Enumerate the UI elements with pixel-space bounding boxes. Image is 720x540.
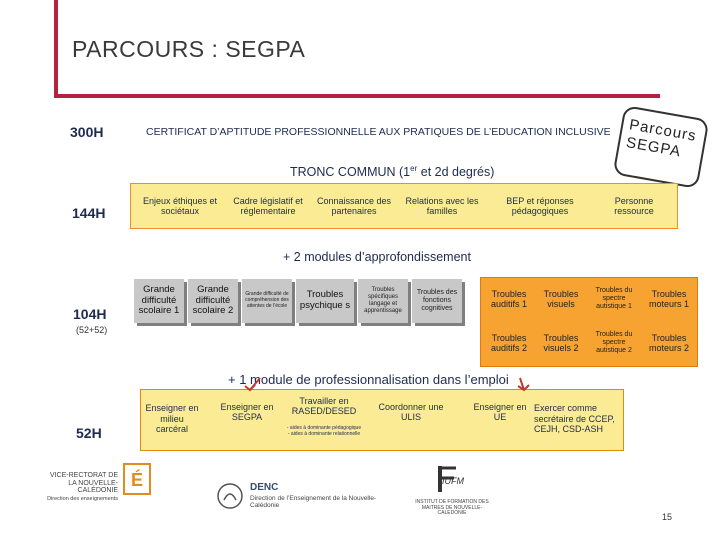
professionnalisation-box [140, 389, 624, 451]
tronc-title-a: TRONC COMMUN (1 [290, 165, 411, 180]
module-gray-item: Grande difficulté de compréhension des a… [242, 279, 292, 323]
module-gray-item: Troubles spécifiques langage et apprenti… [358, 279, 408, 323]
denc-logo: DENC Direction de l’Enseignement de la N… [216, 480, 396, 516]
arrow-head [244, 384, 256, 392]
prof-item: Travailler en RASED/DESED [291, 395, 357, 416]
iufm-logo: IUFM INSTITUT DE FORMATION DES MAITRES D… [412, 462, 492, 530]
module-gray-item: Grande difficulté scolaire 1 [134, 279, 184, 323]
denc-name: DENC [250, 482, 279, 493]
hours-104-sub: (52+52) [76, 325, 108, 335]
module-orange-item: Troubles auditifs 1 [490, 288, 528, 309]
prof-item: Enseigner en SEGPA [220, 401, 274, 422]
module-gray-item: Grande difficulté scolaire 2 [188, 279, 238, 323]
module-orange-item: Troubles du spectre autistique 2 [595, 330, 633, 355]
page-title: PARCOURS : SEGPA [72, 36, 306, 62]
tronc-title-b: et 2d degrés) [417, 165, 495, 180]
iufm-name: IUFM [442, 476, 464, 486]
tronc-item: BEP et réponses pédagogiques [506, 195, 574, 216]
tronc-item: Relations avec les familles [405, 195, 479, 216]
modules-orange-box [480, 277, 698, 367]
hours-104: 104H [73, 306, 107, 322]
prof-rased-sub: - aides à dominante pédagogique - aides … [286, 425, 362, 437]
module-gray-item: Troubles des fonctions cognitives [412, 279, 462, 323]
modules-title: + 2 modules d’approfondissement [283, 250, 471, 264]
vice-rectorat-logo: É VICE-RECTORAT DE LA NOUVELLE-CALÉDONIE… [44, 462, 156, 526]
module-orange-item: Troubles auditifs 2 [490, 332, 528, 353]
parcours-stamp: Parcours SEGPA [612, 105, 710, 189]
prof-item: Enseigner en UE [473, 401, 527, 422]
svg-text:É: É [131, 469, 143, 490]
vice-rectorat-emblem-icon: É [123, 463, 151, 495]
iufm-emblem-icon [438, 466, 456, 492]
tronc-title-sup: er [410, 164, 418, 173]
vice-rectorat-label: VICE-RECTORAT DE LA NOUVELLE-CALÉDONIE [49, 472, 118, 495]
iufm-sub: INSTITUT DE FORMATION DES MAITRES DE NOU… [415, 499, 489, 516]
arrow-line [519, 377, 525, 391]
tronc-item: Enjeux éthiques et sociétaux [142, 195, 218, 216]
page-number: 15 [662, 512, 673, 522]
tronc-commun-band [130, 183, 678, 229]
tronc-commun-title: TRONC COMMUN (1er et 2d degrés) [290, 164, 494, 179]
module-orange-item: Troubles moteurs 2 [648, 332, 690, 353]
denc-sub: Direction de l’Enseignement de la Nouvel… [250, 495, 377, 510]
arrow-connectors [244, 377, 530, 392]
tronc-item: Personne ressource [614, 195, 654, 216]
tronc-item: Cadre législatif et réglementaire [233, 195, 303, 216]
title-frame [54, 0, 660, 98]
arrow-head [517, 384, 530, 392]
certificate-title: CERTIFICAT D’APTITUDE PROFESSIONNELLE AU… [146, 126, 611, 138]
prof-item: Enseigner en milieu carcéral [145, 403, 199, 435]
professionnalisation-title: + 1 module de professionnalisation dans … [228, 372, 509, 387]
denc-emblem-icon [217, 483, 243, 509]
module-orange-item: Troubles du spectre autistique 1 [595, 286, 633, 311]
hours-144: 144H [72, 205, 106, 221]
module-orange-item: Troubles moteurs 1 [648, 288, 690, 309]
prof-item: Exercer comme secrétaire de CCEP, CEJH, … [534, 403, 615, 435]
module-orange-item: Troubles visuels [543, 288, 579, 309]
hours-52: 52H [76, 425, 102, 441]
module-gray-item: Troubles psychique s [296, 279, 354, 323]
tronc-item: Connaissance des partenaires [316, 195, 392, 216]
module-orange-item: Troubles visuels 2 [543, 332, 579, 353]
prof-item: Coordonner une ULIS [378, 401, 444, 422]
vice-rectorat-sub: Direction des enseignements [47, 496, 118, 502]
hours-300: 300H [70, 124, 104, 140]
